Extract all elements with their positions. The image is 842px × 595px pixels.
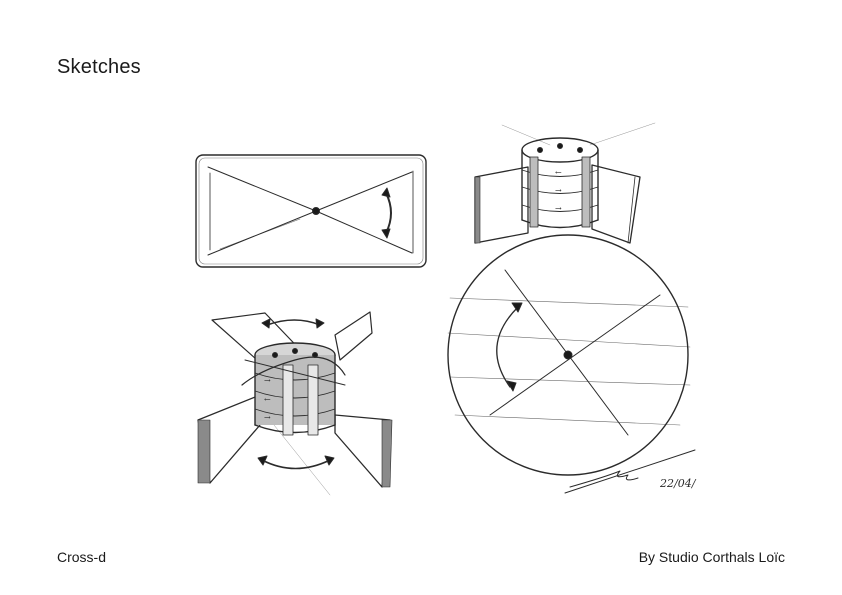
sketch-sheet: ← → → 22/04/: [150, 115, 710, 500]
sketch-round-top-view: 22/04/: [447, 234, 697, 494]
pivot-dot: [312, 207, 320, 215]
page-title: Sketches: [57, 56, 141, 78]
studio-credit: By Studio Corthals Loïc: [638, 549, 785, 565]
date-note: 22/04/: [659, 477, 697, 490]
pivot-dot: [563, 350, 573, 360]
rotation-arrow-icon: [261, 459, 331, 470]
svg-text:→: →: [555, 186, 562, 195]
svg-text:→: →: [555, 204, 562, 213]
sketch-table-top-view: [195, 154, 427, 268]
sketch-leg-joint-open: ← → →: [474, 122, 656, 244]
svg-text:→: →: [264, 376, 271, 385]
svg-text:←: ←: [555, 168, 562, 177]
rotation-arrow-icon: [385, 192, 392, 234]
svg-text:→: →: [264, 413, 271, 422]
project-name: Cross-d: [57, 549, 107, 565]
rotation-arrow-icon: [266, 319, 321, 326]
rotation-arrow-icon: [496, 306, 519, 388]
sketch-leg-joint-cross: → ← →: [197, 311, 393, 496]
svg-text:←: ←: [264, 395, 271, 404]
